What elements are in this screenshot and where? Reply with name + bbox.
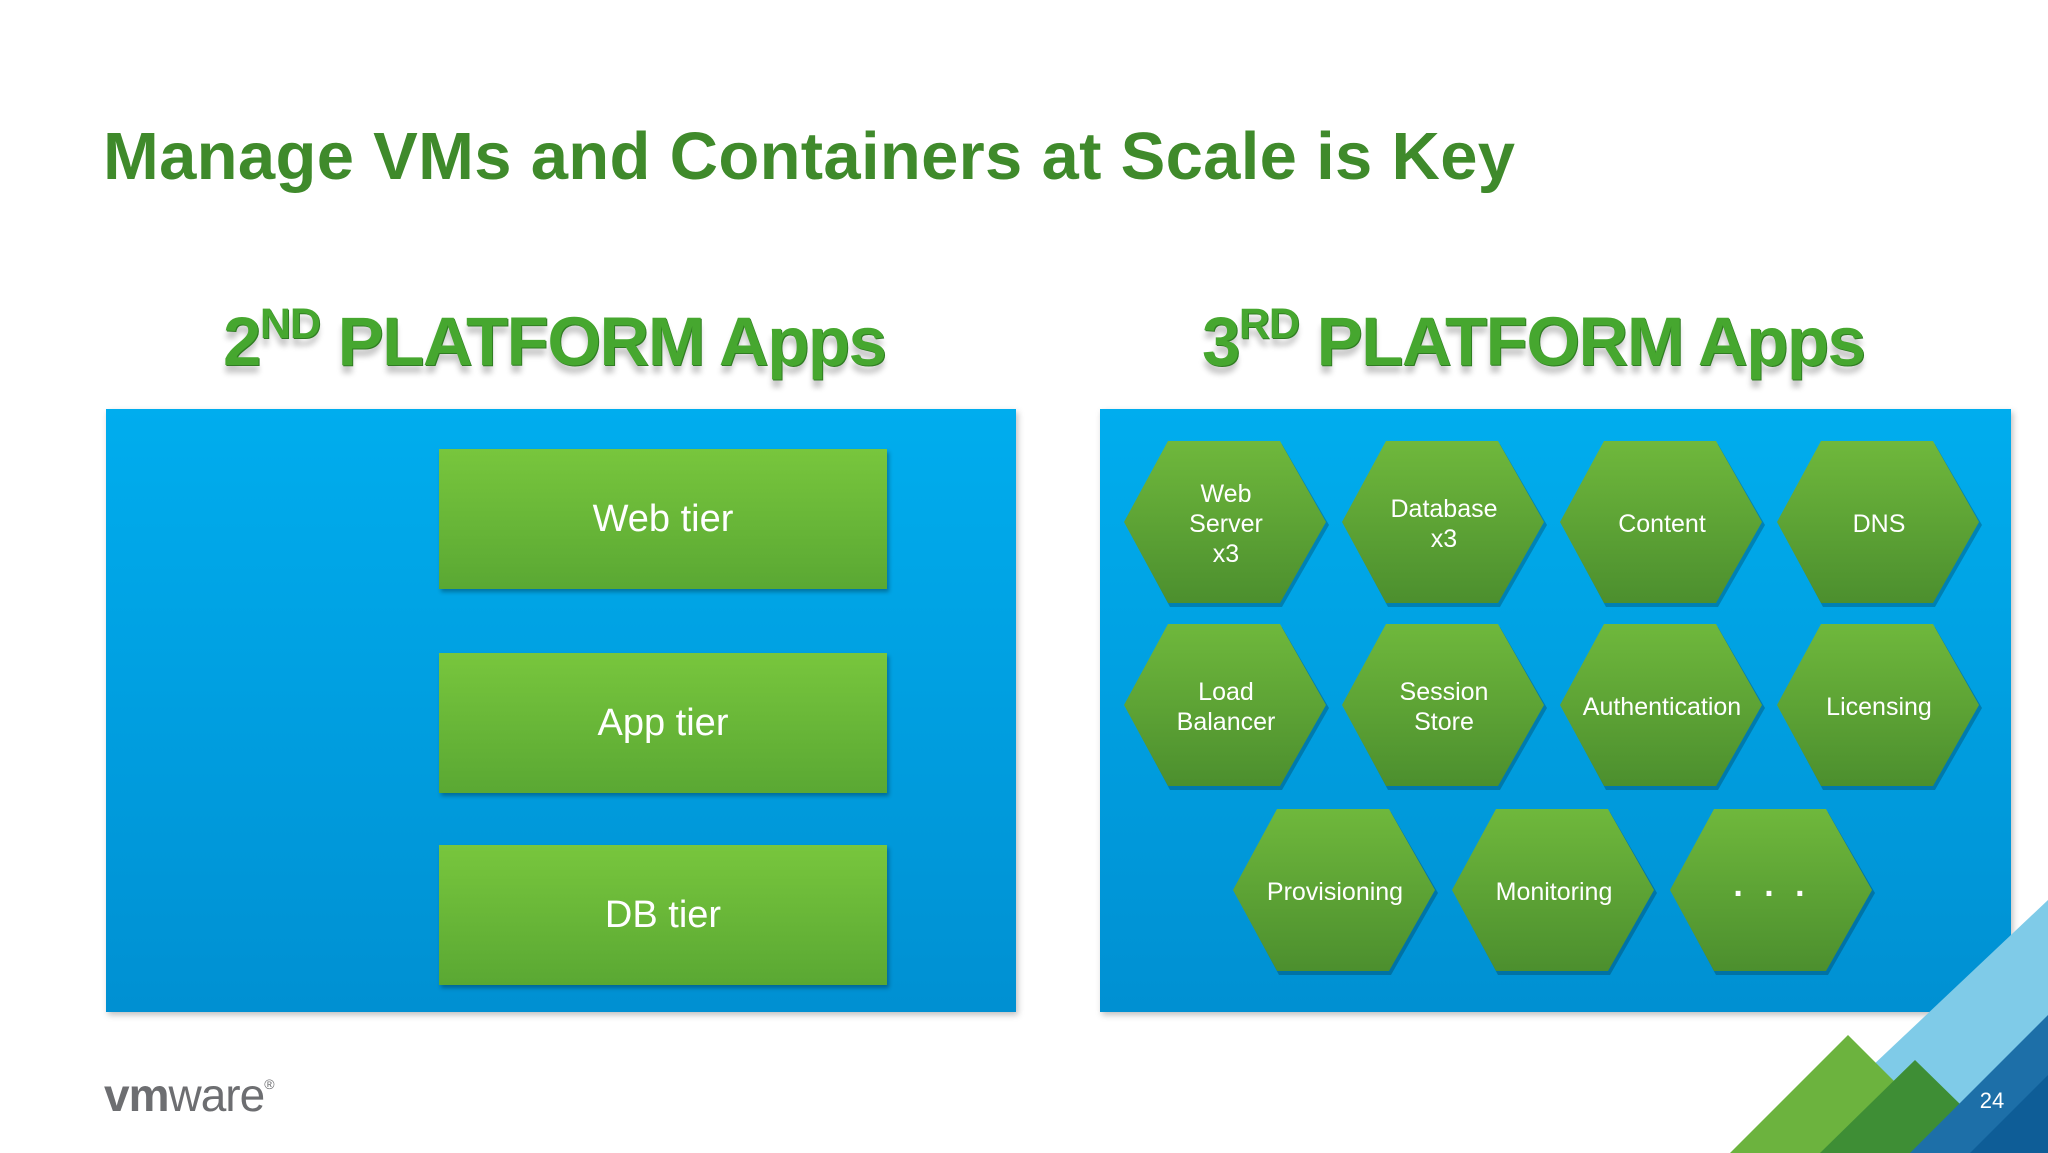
corner-triangles-decoration (1730, 900, 2048, 1153)
hex-label: Monitoring (1495, 878, 1613, 906)
hex-label: Database x3 (1390, 495, 1498, 553)
hex-label: Authentication (1582, 693, 1742, 721)
heading-2nd-platform: 2ND PLATFORM Apps (223, 300, 887, 381)
heading-2nd-suffix: ND (259, 300, 321, 348)
heading-2nd-number: 2 (223, 303, 261, 380)
slide-title: Manage VMs and Containers at Scale is Ke… (103, 119, 1516, 194)
hex-more: . . . (1668, 807, 1876, 977)
heading-3rd-number: 3 (1202, 303, 1240, 380)
hex-database: Database x3 (1340, 439, 1548, 609)
logo-registered-mark: ® (264, 1076, 274, 1092)
hex-label: Web Server x3 (1189, 480, 1263, 568)
hex-label: Content (1618, 510, 1706, 538)
hexagon-shape (1777, 441, 1982, 607)
hexagon-shape (1124, 441, 1329, 607)
hex-load-balancer: Load Balancer (1122, 622, 1330, 792)
hex-label: DNS (1852, 510, 1906, 538)
hex-label: . . . (1733, 866, 1811, 904)
page-number: 24 (1979, 1088, 2005, 1113)
heading-3rd-platform: 3RD PLATFORM Apps (1202, 300, 1866, 381)
hex-dns: DNS (1775, 439, 1983, 609)
heading-3rd-suffix: RD (1238, 300, 1300, 348)
hex-authentication: Authentication (1558, 622, 1766, 792)
logo-vm: vm (104, 1069, 169, 1121)
hexagon-shape (1233, 809, 1438, 975)
vmware-logo: vmware® (104, 1068, 275, 1122)
hexagon-shape (1452, 809, 1657, 975)
hex-web-server: Web Server x3 (1122, 439, 1330, 609)
hex-label: Provisioning (1266, 878, 1404, 906)
hex-monitoring: Monitoring (1450, 807, 1658, 977)
hex-content: Content (1558, 439, 1766, 609)
hexagon-shape (1560, 441, 1765, 607)
hex-licensing: Licensing (1775, 622, 1983, 792)
heading-2nd-text: PLATFORM Apps (319, 303, 887, 380)
hexagon-shape (1777, 624, 1982, 790)
hex-session-store: Session Store (1340, 622, 1548, 792)
hex-label: Session Store (1399, 678, 1489, 736)
hex-provisioning: Provisioning (1231, 807, 1439, 977)
hex-label: Load Balancer (1176, 678, 1276, 736)
hex-label: Licensing (1826, 693, 1932, 721)
web-tier-box: Web tier (439, 449, 887, 589)
third-platform-panel: Web Server x3 Database x3 Content DNS Load B… (1100, 409, 2011, 1012)
hexagon-shape (1342, 441, 1547, 607)
hexagon-shape (1342, 624, 1547, 790)
hexagon-shape (1670, 809, 1875, 975)
heading-3rd-text: PLATFORM Apps (1298, 303, 1866, 380)
app-tier-box: App tier (439, 653, 887, 793)
db-tier-box: DB tier (439, 845, 887, 985)
hexagon-shape (1560, 624, 1765, 790)
second-platform-panel: Web tier App tier DB tier (106, 409, 1016, 1012)
hexagon-shape (1124, 624, 1329, 790)
logo-ware: ware (168, 1069, 265, 1121)
